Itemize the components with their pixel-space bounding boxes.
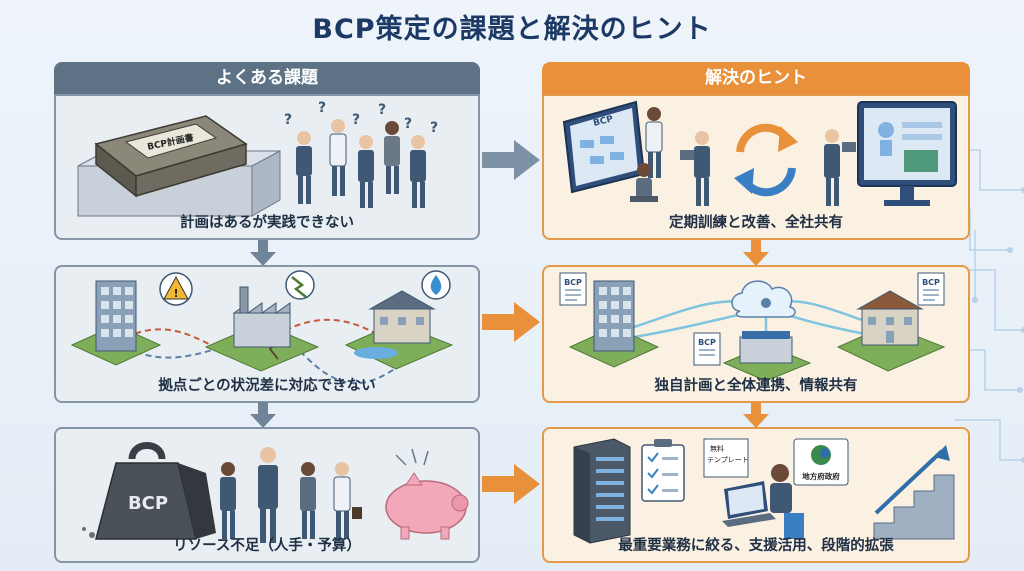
screen-label: BCP <box>592 114 614 129</box>
trainer-people-icon <box>630 107 710 206</box>
government-label: 地方府政府 <box>802 471 840 481</box>
server-rack-icon <box>573 438 631 544</box>
checklist-icon <box>641 439 685 502</box>
factory-icon <box>722 331 812 382</box>
solution-caption-3: 最重要業務に絞る、支援活用、段階的拡張 <box>618 538 894 554</box>
growth-stairs-icon <box>873 445 955 540</box>
stressed-workers-icon <box>220 447 362 543</box>
free-template-icon: 無料 テンプレート <box>703 438 749 478</box>
weight-icon: BCP <box>82 442 216 540</box>
problem-caption-3: リソース不足（人手・予算） <box>173 538 361 554</box>
down-arrow-icon <box>250 240 276 266</box>
svg-text:BCP: BCP <box>564 278 582 287</box>
office-building-icon <box>568 280 660 368</box>
down-arrow-icon <box>250 402 276 428</box>
svg-text:?: ? <box>352 112 360 128</box>
svg-text:!: ! <box>173 287 178 300</box>
solution-panel-collaboration: BCP BCP BCP <box>542 265 970 403</box>
office-building-icon <box>70 280 162 366</box>
down-arrow-icon <box>743 240 769 266</box>
manager-person-icon <box>824 129 856 206</box>
svg-text:?: ? <box>318 100 326 116</box>
solution-panel-training: BCP 定期訓練と改善、全社共有 <box>542 94 970 240</box>
cycle-arrows-icon <box>734 123 798 197</box>
down-arrow-icon <box>743 402 769 428</box>
solution-caption-1: 定期訓練と改善、全社共有 <box>669 215 843 231</box>
solution-panel-focus-support: 無料 テンプレート 地方府政府 最重要業務に絞る、支援活用、段階的拡張 <box>542 427 970 563</box>
svg-text:BCP: BCP <box>698 338 716 347</box>
problems-header: よくある課題 <box>54 62 480 94</box>
svg-text:BCP: BCP <box>922 278 940 287</box>
svg-text:?: ? <box>430 120 438 136</box>
document-icon: BCP <box>917 272 945 306</box>
svg-text:?: ? <box>378 102 386 118</box>
weight-label: BCP <box>128 493 168 514</box>
problem-panel-plan-not-practiced: BCP計画書 ??? ??? 計画はあるが実践できない <box>54 94 480 240</box>
right-arrow-icon <box>482 140 540 180</box>
template-label-free: 無料 <box>710 444 724 453</box>
warning-icon: ! <box>159 272 193 306</box>
document-icon: BCP <box>693 332 721 366</box>
template-label-template: テンプレート <box>707 456 749 464</box>
problem-caption-1: 計画はあるが実践できない <box>180 215 354 231</box>
right-arrow-icon <box>482 302 540 342</box>
problem-panel-resource-shortage: BCP リソース不足（人手・予算） <box>54 427 480 563</box>
factory-icon <box>204 286 320 372</box>
solution-caption-2: 独自計画と全体連携、情報共有 <box>654 378 858 394</box>
document-icon: BCP <box>559 272 587 306</box>
problem-caption-2: 拠点ごとの状況差に対応できない <box>158 378 376 394</box>
monitor-icon <box>857 101 957 206</box>
confused-people-icon: ??? ??? <box>284 100 438 208</box>
right-arrow-icon <box>482 464 540 504</box>
school-flood-icon <box>344 290 454 370</box>
government-logo-icon: 地方府政府 <box>793 438 849 486</box>
earthquake-icon <box>285 270 315 300</box>
water-drop-icon <box>421 270 451 300</box>
cloud-icon <box>731 280 796 318</box>
svg-text:?: ? <box>284 112 292 128</box>
piggy-bank-icon <box>385 448 469 540</box>
binder-icon: BCP計画書 <box>94 115 248 198</box>
problem-panel-site-differences: ! 拠点ごとの状況差に対応できない <box>54 265 480 403</box>
laptop-worker-icon <box>722 464 804 539</box>
solutions-header: 解決のヒント <box>542 62 970 94</box>
page-title: BCP策定の課題と解決のヒント <box>312 14 712 45</box>
svg-text:?: ? <box>404 116 412 132</box>
presentation-screen-icon: BCP <box>562 100 646 194</box>
school-icon <box>836 290 946 372</box>
